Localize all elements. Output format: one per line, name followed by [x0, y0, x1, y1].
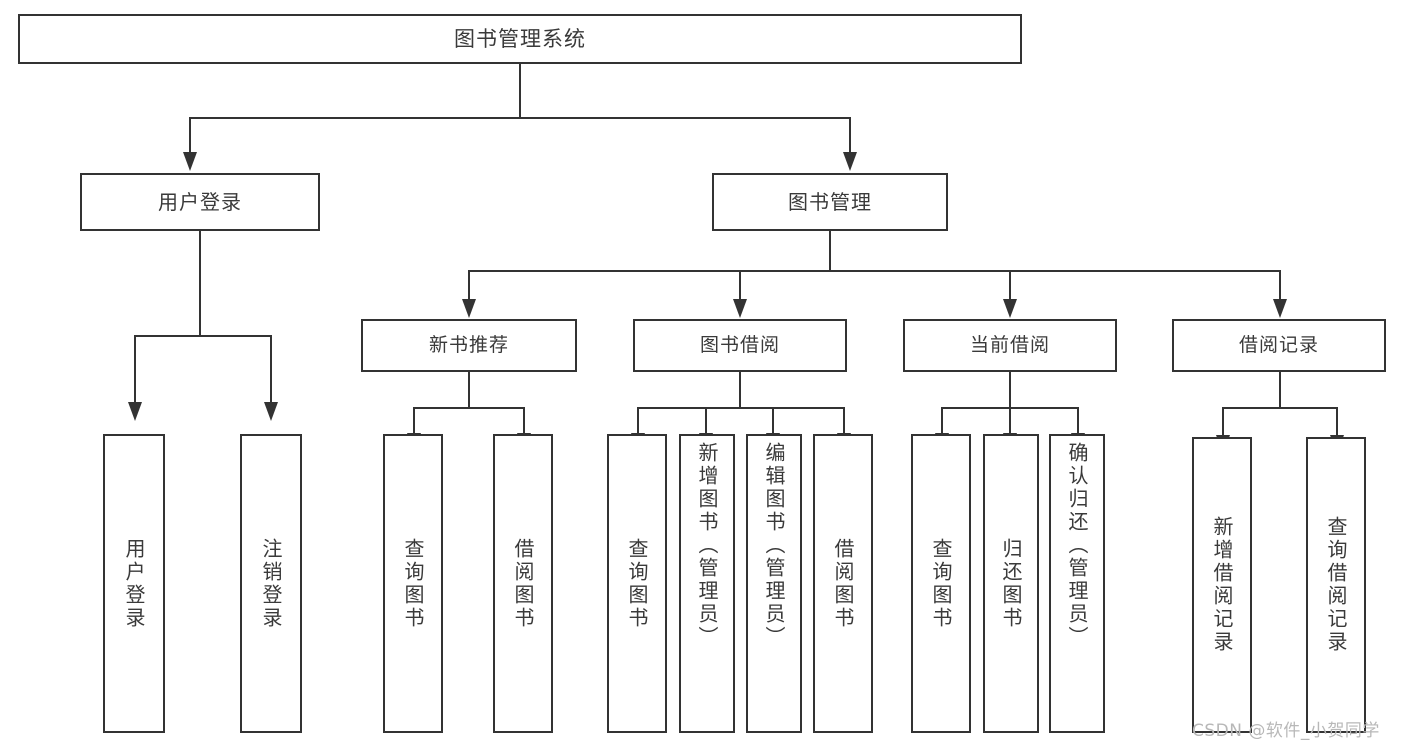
leaf-label: 编辑图书（管理员） [762, 442, 786, 649]
leaf-edit-book-admin[interactable]: 编辑图书（管理员） [746, 434, 802, 733]
leaf-query-book-current[interactable]: 查询图书 [911, 434, 971, 733]
leaf-logout[interactable]: 注销登录 [240, 434, 302, 733]
leaf-borrow-book-borrow[interactable]: 借阅图书 [813, 434, 873, 733]
connector-arrowhead-book-borrow [733, 299, 747, 318]
leaf-add-book-admin[interactable]: 新增图书（管理员） [679, 434, 735, 733]
connector-arrow-shaft-current-borrow [1009, 270, 1011, 300]
node-label: 图书管理系统 [454, 26, 586, 51]
connector-arrow-shaft-borrow-book-2 [843, 407, 845, 434]
connector-arrow-shaft-book-management [849, 117, 851, 153]
connector-level3-bar [468, 270, 1280, 272]
leaf-label: 查询图书 [401, 537, 425, 630]
connector-arrow-shaft-confirm-return [1077, 407, 1079, 434]
node-root-book-management-system[interactable]: 图书管理系统 [18, 14, 1022, 64]
connector-arrow-shaft-edit-book [772, 407, 774, 434]
node-book-management[interactable]: 图书管理 [712, 173, 948, 231]
leaf-label: 新增借阅记录 [1210, 516, 1234, 654]
leaf-borrow-book-new-recommend[interactable]: 借阅图书 [493, 434, 553, 733]
connector-book-management-stem [829, 231, 831, 272]
connector-arrow-shaft-add-record [1222, 407, 1224, 436]
leaf-label: 归还图书 [999, 537, 1023, 630]
node-label: 当前借阅 [969, 333, 1050, 356]
node-label: 图书借阅 [699, 333, 780, 356]
node-current-borrow[interactable]: 当前借阅 [903, 319, 1117, 372]
connector-current-borrow-stem [1009, 372, 1011, 409]
leaf-return-book[interactable]: 归还图书 [983, 434, 1039, 733]
csdn-watermark: CSDN @软件_小贺同学 [1192, 721, 1380, 741]
node-label: 新书推荐 [428, 333, 509, 356]
leaf-confirm-return-admin[interactable]: 确认归还（管理员） [1049, 434, 1105, 733]
connector-arrow-shaft-query-book-1 [413, 407, 415, 434]
connector-borrow-record-stem [1279, 372, 1281, 409]
connector-arrowhead-leaf-logout [264, 402, 278, 421]
connector-arrow-shaft-query-book-3 [941, 407, 943, 434]
node-book-borrow[interactable]: 图书借阅 [633, 319, 847, 372]
connector-arrowhead-leaf-user-login [128, 402, 142, 421]
node-label: 图书管理 [788, 189, 872, 214]
leaf-label: 用户登录 [122, 537, 146, 630]
leaf-label: 查询图书 [625, 537, 649, 630]
connector-user-login-stem [199, 231, 201, 336]
connector-arrow-shaft-query-record [1336, 407, 1338, 436]
connector-new-book-bar [413, 407, 525, 409]
connector-book-borrow-stem [739, 372, 741, 409]
node-borrow-record[interactable]: 借阅记录 [1172, 319, 1386, 372]
leaf-label: 借阅图书 [511, 537, 535, 630]
leaf-query-borrow-record[interactable]: 查询借阅记录 [1306, 437, 1366, 733]
connector-borrow-record-bar [1222, 407, 1338, 409]
connector-arrowhead-user-login [183, 152, 197, 171]
connector-arrowhead-current-borrow [1003, 299, 1017, 318]
leaf-query-book-new-recommend[interactable]: 查询图书 [383, 434, 443, 733]
connector-arrow-shaft-leaf-user-login [134, 335, 136, 403]
connector-arrow-shaft-borrow-record [1279, 270, 1281, 300]
leaf-label: 新增图书（管理员） [695, 442, 719, 649]
connector-user-login-bar [134, 335, 272, 337]
connector-arrow-shaft-leaf-logout [270, 335, 272, 403]
connector-arrowhead-borrow-record [1273, 299, 1287, 318]
leaf-label: 注销登录 [259, 537, 283, 630]
leaf-label: 借阅图书 [831, 537, 855, 630]
connector-root-stem [519, 64, 521, 118]
node-new-book-recommend[interactable]: 新书推荐 [361, 319, 577, 372]
connector-arrowhead-new-book [462, 299, 476, 318]
leaf-user-login[interactable]: 用户登录 [103, 434, 165, 733]
connector-arrow-shaft-new-book [468, 270, 470, 300]
leaf-label: 确认归还（管理员） [1065, 442, 1089, 649]
leaf-add-borrow-record[interactable]: 新增借阅记录 [1192, 437, 1252, 733]
connector-new-book-stem [468, 372, 470, 409]
connector-arrow-shaft-add-book [705, 407, 707, 434]
node-label: 用户登录 [158, 189, 242, 214]
leaf-label: 查询图书 [929, 537, 953, 630]
connector-level2-bar [189, 117, 851, 119]
connector-arrow-shaft-user-login [189, 117, 191, 153]
connector-book-borrow-bar [637, 407, 845, 409]
connector-arrowhead-book-management [843, 152, 857, 171]
leaf-label: 查询借阅记录 [1324, 516, 1348, 654]
connector-arrow-shaft-return-book [1009, 407, 1011, 434]
connector-arrow-shaft-query-book-2 [637, 407, 639, 434]
node-label: 借阅记录 [1238, 333, 1319, 356]
node-user-login[interactable]: 用户登录 [80, 173, 320, 231]
leaf-query-book-borrow[interactable]: 查询图书 [607, 434, 667, 733]
connector-arrow-shaft-borrow-book-1 [523, 407, 525, 434]
connector-arrow-shaft-book-borrow [739, 270, 741, 300]
